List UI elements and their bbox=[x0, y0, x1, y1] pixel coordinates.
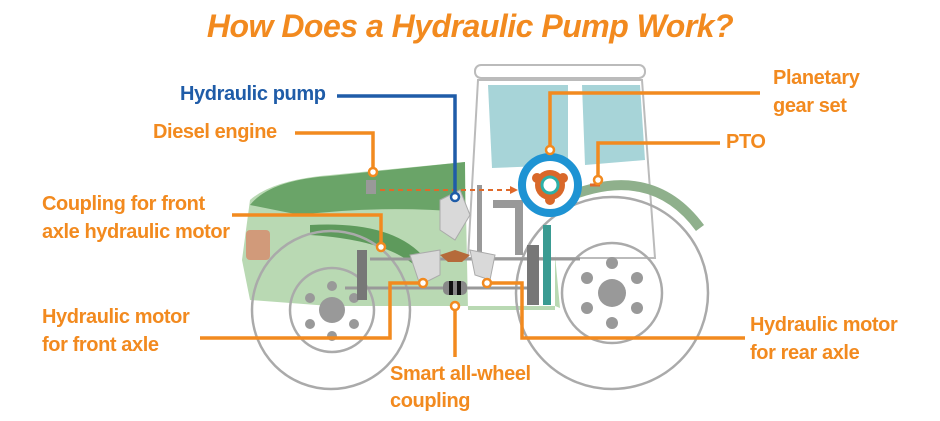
tractor-body bbox=[242, 162, 560, 310]
label-planetary-line1: Planetary bbox=[773, 67, 860, 89]
label-motor-front-line2: for front axle bbox=[42, 334, 159, 356]
label-motor-front-line1: Hydraulic motor bbox=[42, 306, 190, 328]
drivetrain bbox=[345, 180, 580, 305]
rear-wheel bbox=[514, 195, 710, 391]
label-smart-coupling-line1: Smart all-wheel bbox=[390, 363, 531, 385]
front-wheel bbox=[250, 229, 412, 391]
label-diesel-engine: Diesel engine bbox=[153, 121, 277, 143]
page-title: How Does a Hydraulic Pump Work? bbox=[206, 8, 734, 44]
callout-lines bbox=[200, 91, 760, 357]
label-hydraulic-pump: Hydraulic pump bbox=[180, 83, 326, 105]
label-coupling-front-line2: axle hydraulic motor bbox=[42, 221, 230, 243]
callout-dots bbox=[367, 144, 604, 312]
label-pto: PTO bbox=[726, 131, 766, 153]
planetary-gear-icon bbox=[518, 153, 582, 217]
label-motor-rear-line1: Hydraulic motor bbox=[750, 314, 898, 336]
label-coupling-front-line1: Coupling for front bbox=[42, 193, 205, 215]
label-motor-rear-line2: for rear axle bbox=[750, 342, 860, 364]
label-planetary-line2: gear set bbox=[773, 95, 847, 117]
label-smart-coupling-line2: coupling bbox=[390, 390, 471, 412]
